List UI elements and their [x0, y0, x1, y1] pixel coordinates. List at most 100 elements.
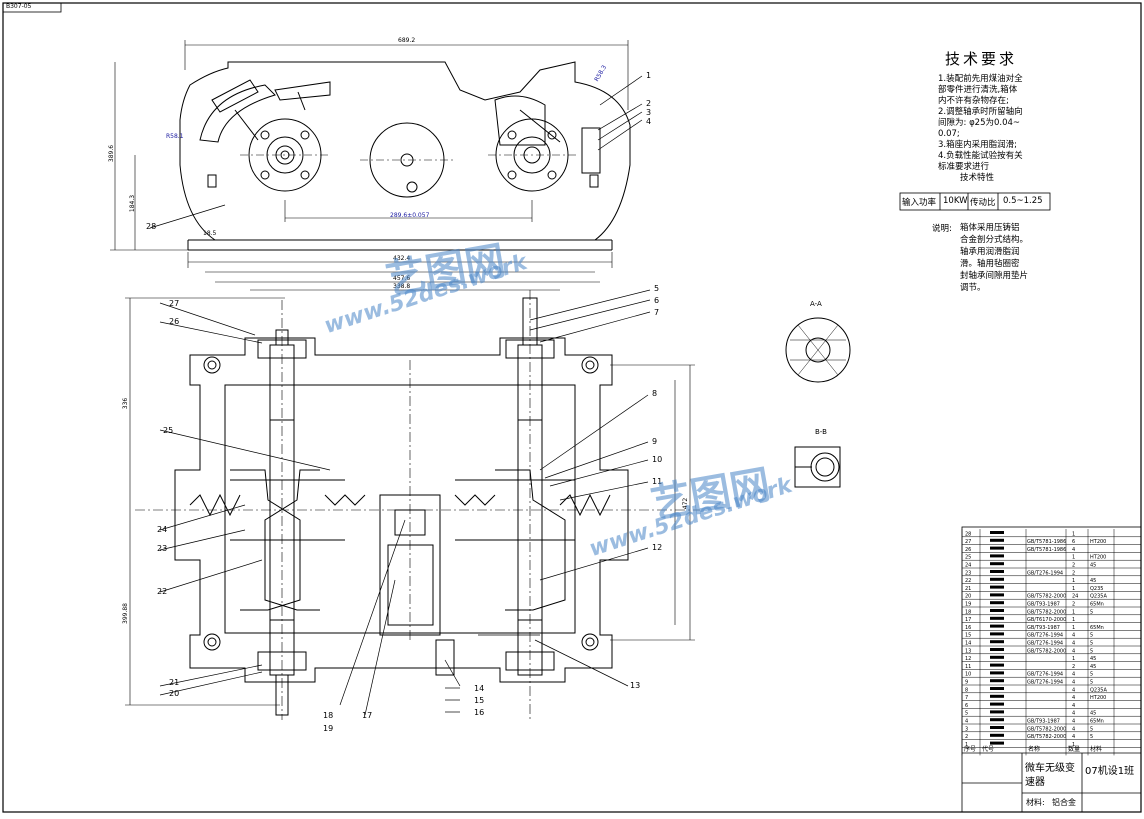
parts-material: 65Mn — [1090, 625, 1104, 631]
header-col: 代号 — [982, 746, 995, 753]
parts-qty: 1 — [1072, 656, 1075, 662]
callout-5: 5 — [654, 284, 660, 293]
parts-no: 1 — [965, 742, 968, 748]
parts-material: 45 — [1090, 664, 1096, 670]
parts-name-redacted — [990, 538, 1004, 542]
parts-name-redacted — [990, 609, 1004, 612]
parts-no: 3 — [965, 726, 968, 732]
notes-lines: 箱体采用压铸铝 合金剖分式结构。 轴承用润滑脂润 滑。轴用毡圈密 封轴承间隙用垫… — [960, 222, 1028, 294]
parts-material: 5 — [1090, 680, 1093, 686]
parts-code: GB/T5782-2000 — [1027, 734, 1066, 740]
parts-code: GB/T93-1987 — [1027, 719, 1060, 725]
section-bb-label: B-B — [815, 428, 827, 436]
parts-name-redacted — [990, 593, 1004, 597]
parts-name-redacted — [990, 570, 1004, 573]
callout-6: 6 — [654, 296, 660, 305]
parts-material: 65Mn — [1090, 602, 1104, 608]
parts-no: 17 — [965, 617, 971, 623]
parts-code: GB/T5782-2000 — [1027, 609, 1066, 615]
parts-name-redacted — [990, 655, 1004, 659]
tech-line: 1.装配前先用煤油对全 — [938, 74, 1023, 84]
parts-qty: 4 — [1072, 703, 1075, 709]
parts-no: 28 — [965, 531, 971, 537]
leader-lines — [149, 75, 651, 716]
front-view — [110, 40, 631, 273]
parts-no: 15 — [965, 633, 971, 639]
parts-code: GB/T5781-1986 — [1027, 547, 1066, 553]
parts-qty: 4 — [1072, 641, 1075, 647]
parts-name-redacted — [990, 671, 1004, 675]
parts-no: 19 — [965, 602, 971, 608]
parts-name-redacted — [990, 624, 1004, 628]
corner-tag: B307-05 — [6, 3, 32, 10]
parts-name-redacted — [990, 648, 1004, 651]
parts-material: 65Mn — [1090, 719, 1104, 725]
dim-width2: 432.4 — [393, 255, 411, 262]
callout-24: 24 — [157, 525, 168, 534]
parts-no: 9 — [965, 680, 968, 686]
parts-qty: 4 — [1072, 547, 1075, 553]
tech-line: 2.调整轴承时所留轴向 — [938, 107, 1023, 117]
parts-name-redacted — [990, 585, 1004, 589]
section-bb — [794, 446, 841, 488]
parts-material: Q235A — [1090, 687, 1107, 693]
header-col: 材料 — [1090, 746, 1103, 753]
note-line: 箱体采用压铸铝 — [960, 223, 1020, 233]
spec-table-frame — [899, 192, 1051, 211]
parts-material: 5 — [1090, 609, 1093, 615]
parts-name-redacted — [990, 577, 1004, 581]
parts-qty: 4 — [1072, 633, 1075, 639]
parts-qty: 1 — [1072, 531, 1075, 537]
parts-no: 10 — [965, 672, 971, 678]
parts-no: 27 — [965, 539, 971, 545]
parts-material: 45 — [1090, 711, 1096, 717]
spec-input-power-label: 输入功率 — [902, 198, 937, 208]
parts-no: 25 — [965, 555, 971, 561]
parts-name-redacted — [990, 663, 1004, 667]
parts-name-redacted — [990, 687, 1004, 690]
parts-material: 5 — [1090, 633, 1093, 639]
parts-code: GB/T6170-2000 — [1027, 617, 1066, 623]
callout-9: 9 — [652, 437, 658, 446]
callout-13: 13 — [630, 681, 641, 690]
notes-label: 说明: — [932, 224, 952, 234]
parts-qty: 1 — [1072, 586, 1075, 592]
title-block-name: 微车无级变速器 — [1025, 763, 1075, 788]
callout-10: 10 — [652, 455, 663, 464]
parts-code: GB/T93-1987 — [1027, 625, 1060, 631]
parts-no: 7 — [965, 695, 968, 701]
parts-name-redacted — [990, 741, 1004, 745]
parts-no: 21 — [965, 586, 971, 592]
note-line: 调节。 — [960, 283, 986, 293]
callout-27: 27 — [169, 299, 180, 308]
parts-qty: 4 — [1072, 711, 1075, 717]
parts-code: GB/T5782-2000 — [1027, 726, 1066, 732]
dim-mid-height: 184.3 — [129, 194, 137, 213]
callout-17: 17 — [362, 711, 373, 720]
callout-28: 28 — [146, 222, 157, 231]
parts-no: 14 — [965, 641, 971, 647]
parts-code: GB/T276-1994 — [1027, 641, 1063, 647]
parts-no: 4 — [965, 719, 968, 725]
parts-code: GB/T5782-2000 — [1027, 594, 1066, 600]
parts-no: 23 — [965, 570, 971, 576]
parts-no: 24 — [965, 563, 971, 569]
callout-1: 1 — [646, 71, 652, 80]
callout-21: 21 — [169, 678, 180, 687]
dim-centers: 289.6±0.057 — [390, 212, 430, 219]
parts-qty: 4 — [1072, 687, 1075, 693]
spec-ratio-label: 传动比 — [970, 198, 996, 208]
dim-r1: R58.1 — [166, 133, 184, 140]
parts-qty: 1 — [1072, 555, 1075, 561]
parts-qty: 1 — [1072, 625, 1075, 631]
callout-18: 18 — [323, 711, 334, 720]
parts-no: 13 — [965, 648, 971, 654]
parts-no: 8 — [965, 687, 968, 693]
section-aa-label: A-A — [810, 300, 822, 308]
note-line: 轴承用润滑脂润 — [960, 247, 1020, 257]
callout-3: 3 — [646, 108, 652, 117]
parts-material: 45 — [1090, 578, 1096, 584]
parts-material: 5 — [1090, 726, 1093, 732]
